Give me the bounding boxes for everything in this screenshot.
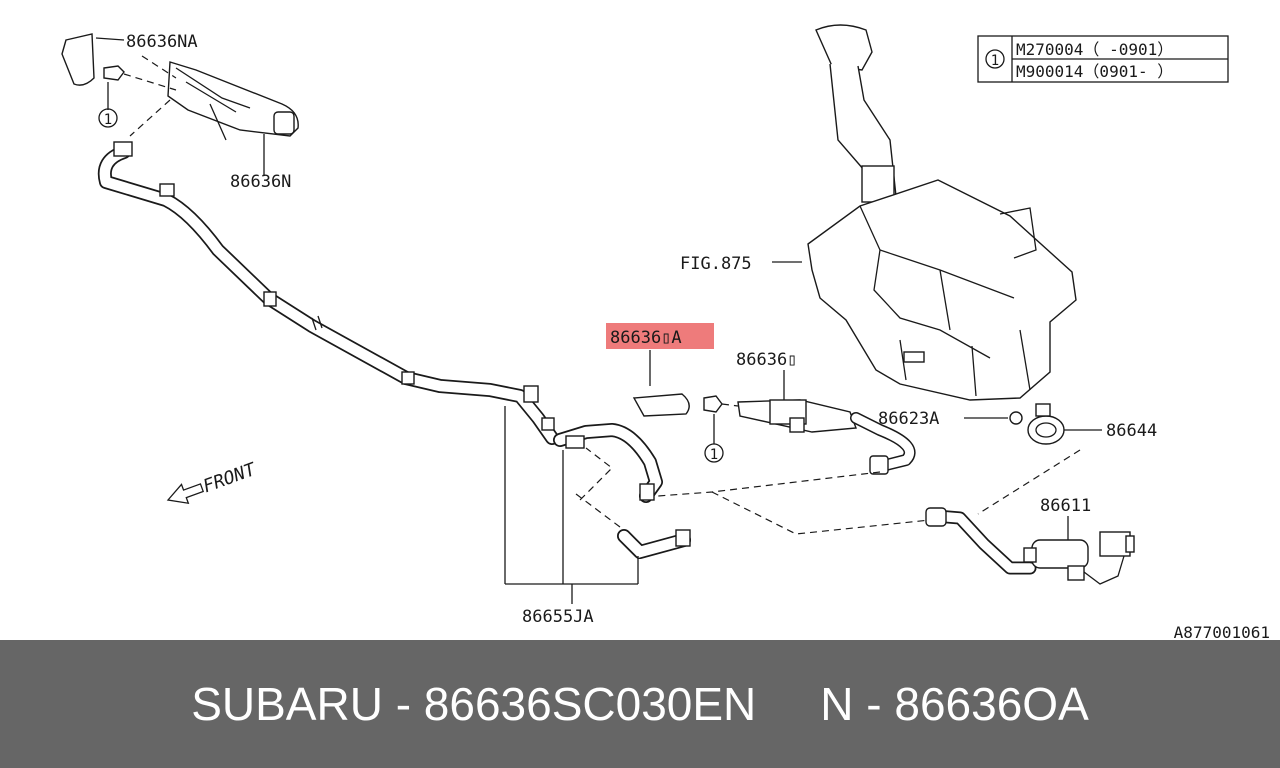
label-86636O: 86636▯: [736, 350, 797, 370]
footer-reference: N - 86636OA: [820, 678, 1089, 730]
callout-row-2: M900014（0901- ）: [1016, 62, 1173, 81]
label-86636OA: 86636▯A: [610, 328, 682, 348]
callout-ref: 1: [991, 53, 999, 69]
callout-table: 1 M270004（ -0901） M900014（0901- ）: [977, 35, 1229, 83]
label-86644: 86644: [1106, 421, 1157, 441]
label-86655JA: 86655JA: [522, 607, 594, 627]
hose-86655JA: [97, 141, 691, 604]
bolt-upper: [103, 65, 125, 81]
highlight-86636OA: [606, 323, 714, 349]
label-FIG875: FIG.875: [680, 254, 752, 274]
grommet-86623A: [1009, 411, 1023, 425]
front-arrow: FRONT: [166, 459, 259, 505]
washer-pump-86611: [925, 507, 1135, 585]
nozzle-body-86636O: [703, 395, 916, 475]
nozzle-assembly-left: [61, 33, 299, 176]
ref-circle-2: 1: [710, 447, 718, 463]
diagram-code: A877001061: [1174, 623, 1270, 640]
label-86611: 86611: [1040, 496, 1091, 516]
nozzle-cap-86636NA: [61, 33, 95, 86]
ref-circle-1: 1: [104, 112, 112, 128]
parts-diagram: 1 M270004（ -0901） M900014（0901- ） 86636N…: [61, 24, 1270, 640]
label-86636NA: 86636NA: [126, 32, 198, 52]
nozzle-body-86636N: [167, 61, 299, 137]
callout-row-1: M270004（ -0901）: [1016, 40, 1173, 59]
footer-banner: SUBARU - 86636SC030EN N - 86636OA: [0, 640, 1280, 768]
label-86623A: 86623A: [878, 409, 939, 429]
clip-86644: [1027, 403, 1065, 445]
nozzle-cap-86636OA: [632, 393, 690, 417]
reservoir-tank: [772, 24, 1077, 401]
footer-part-number: SUBARU - 86636SC030EN: [191, 678, 757, 730]
label-86636N: 86636N: [230, 172, 291, 192]
front-label: FRONT: [200, 459, 259, 498]
bolt-middle: [703, 395, 723, 413]
